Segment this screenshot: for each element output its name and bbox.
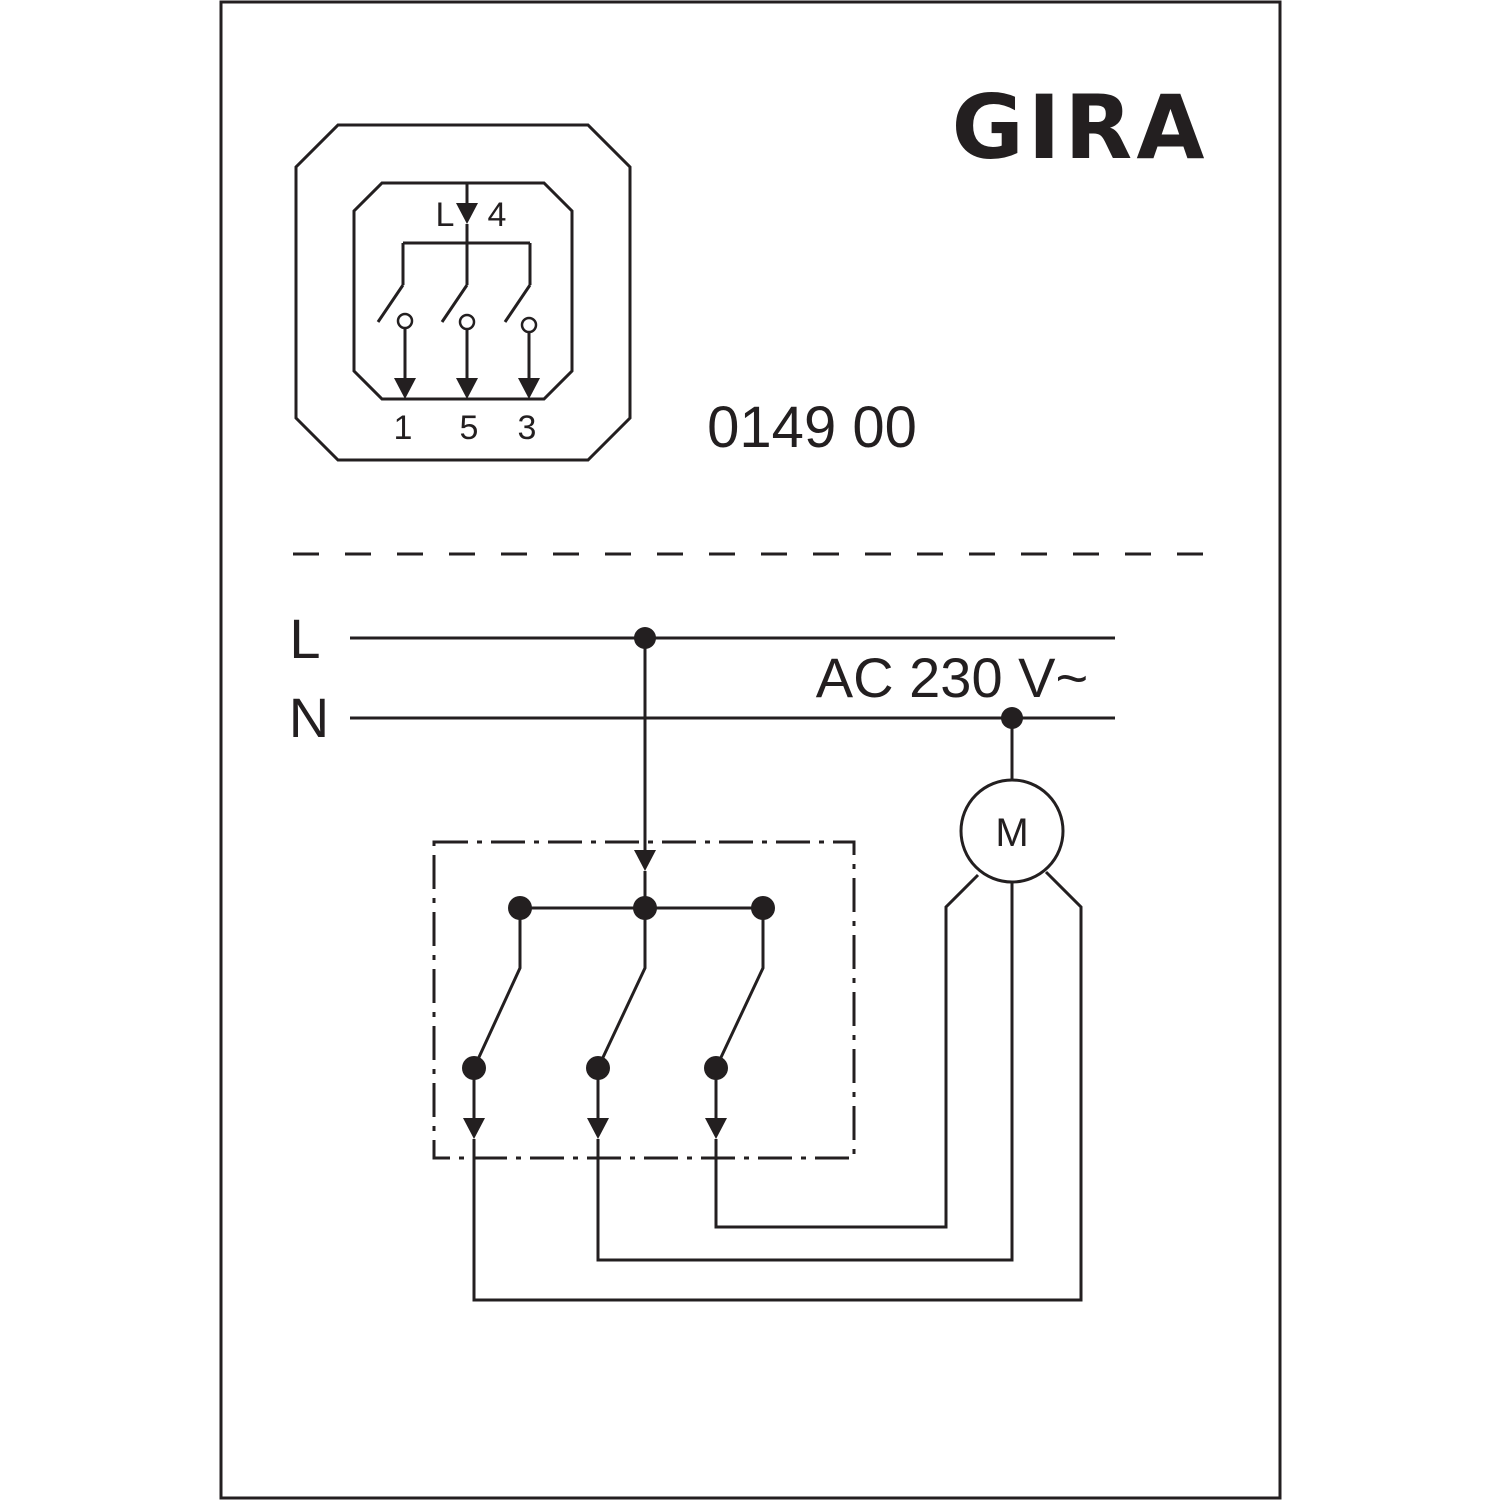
brand-logo: GIRA [952,76,1209,179]
circuit-diagram: L N AC 230 V~ M [289,607,1115,1302]
switch-housing [432,840,856,1160]
terminal-input-arrow [456,203,478,224]
wire-output-3 [714,873,980,1229]
terminal-output-3: 3 [518,409,537,447]
output-3-arrow [518,378,540,399]
output-5-arrow [456,378,478,399]
wire-output-1 [472,870,1083,1302]
switch-inner-frame [352,181,574,401]
switch-output-arrow-1 [463,1118,485,1139]
switch-outer-frame [294,123,632,462]
output-1-arrow [394,378,416,399]
terminal-diagram: L 4 1 5 3 [294,123,632,462]
switch-output-arrow-3 [705,1118,727,1139]
supply-voltage-label: AC 230 V~ [816,646,1088,709]
feed-arrow [634,850,656,871]
line-l-label: L [289,607,320,670]
switch-output-arrow-5 [587,1118,609,1139]
line-n-label: N [289,686,329,749]
article-number: 0149 00 [707,395,917,460]
terminal-output-5: 5 [460,409,479,447]
terminal-input-number: 4 [488,196,507,234]
contact-1-terminal [396,312,414,330]
wire-output-5 [596,882,1014,1262]
contact-5-terminal [458,313,476,331]
motor-label: M [995,811,1028,855]
terminal-input-label: L [436,196,455,234]
terminal-output-1: 1 [394,409,413,447]
contact-3-terminal [520,316,538,334]
sheet-frame [219,0,1282,1500]
